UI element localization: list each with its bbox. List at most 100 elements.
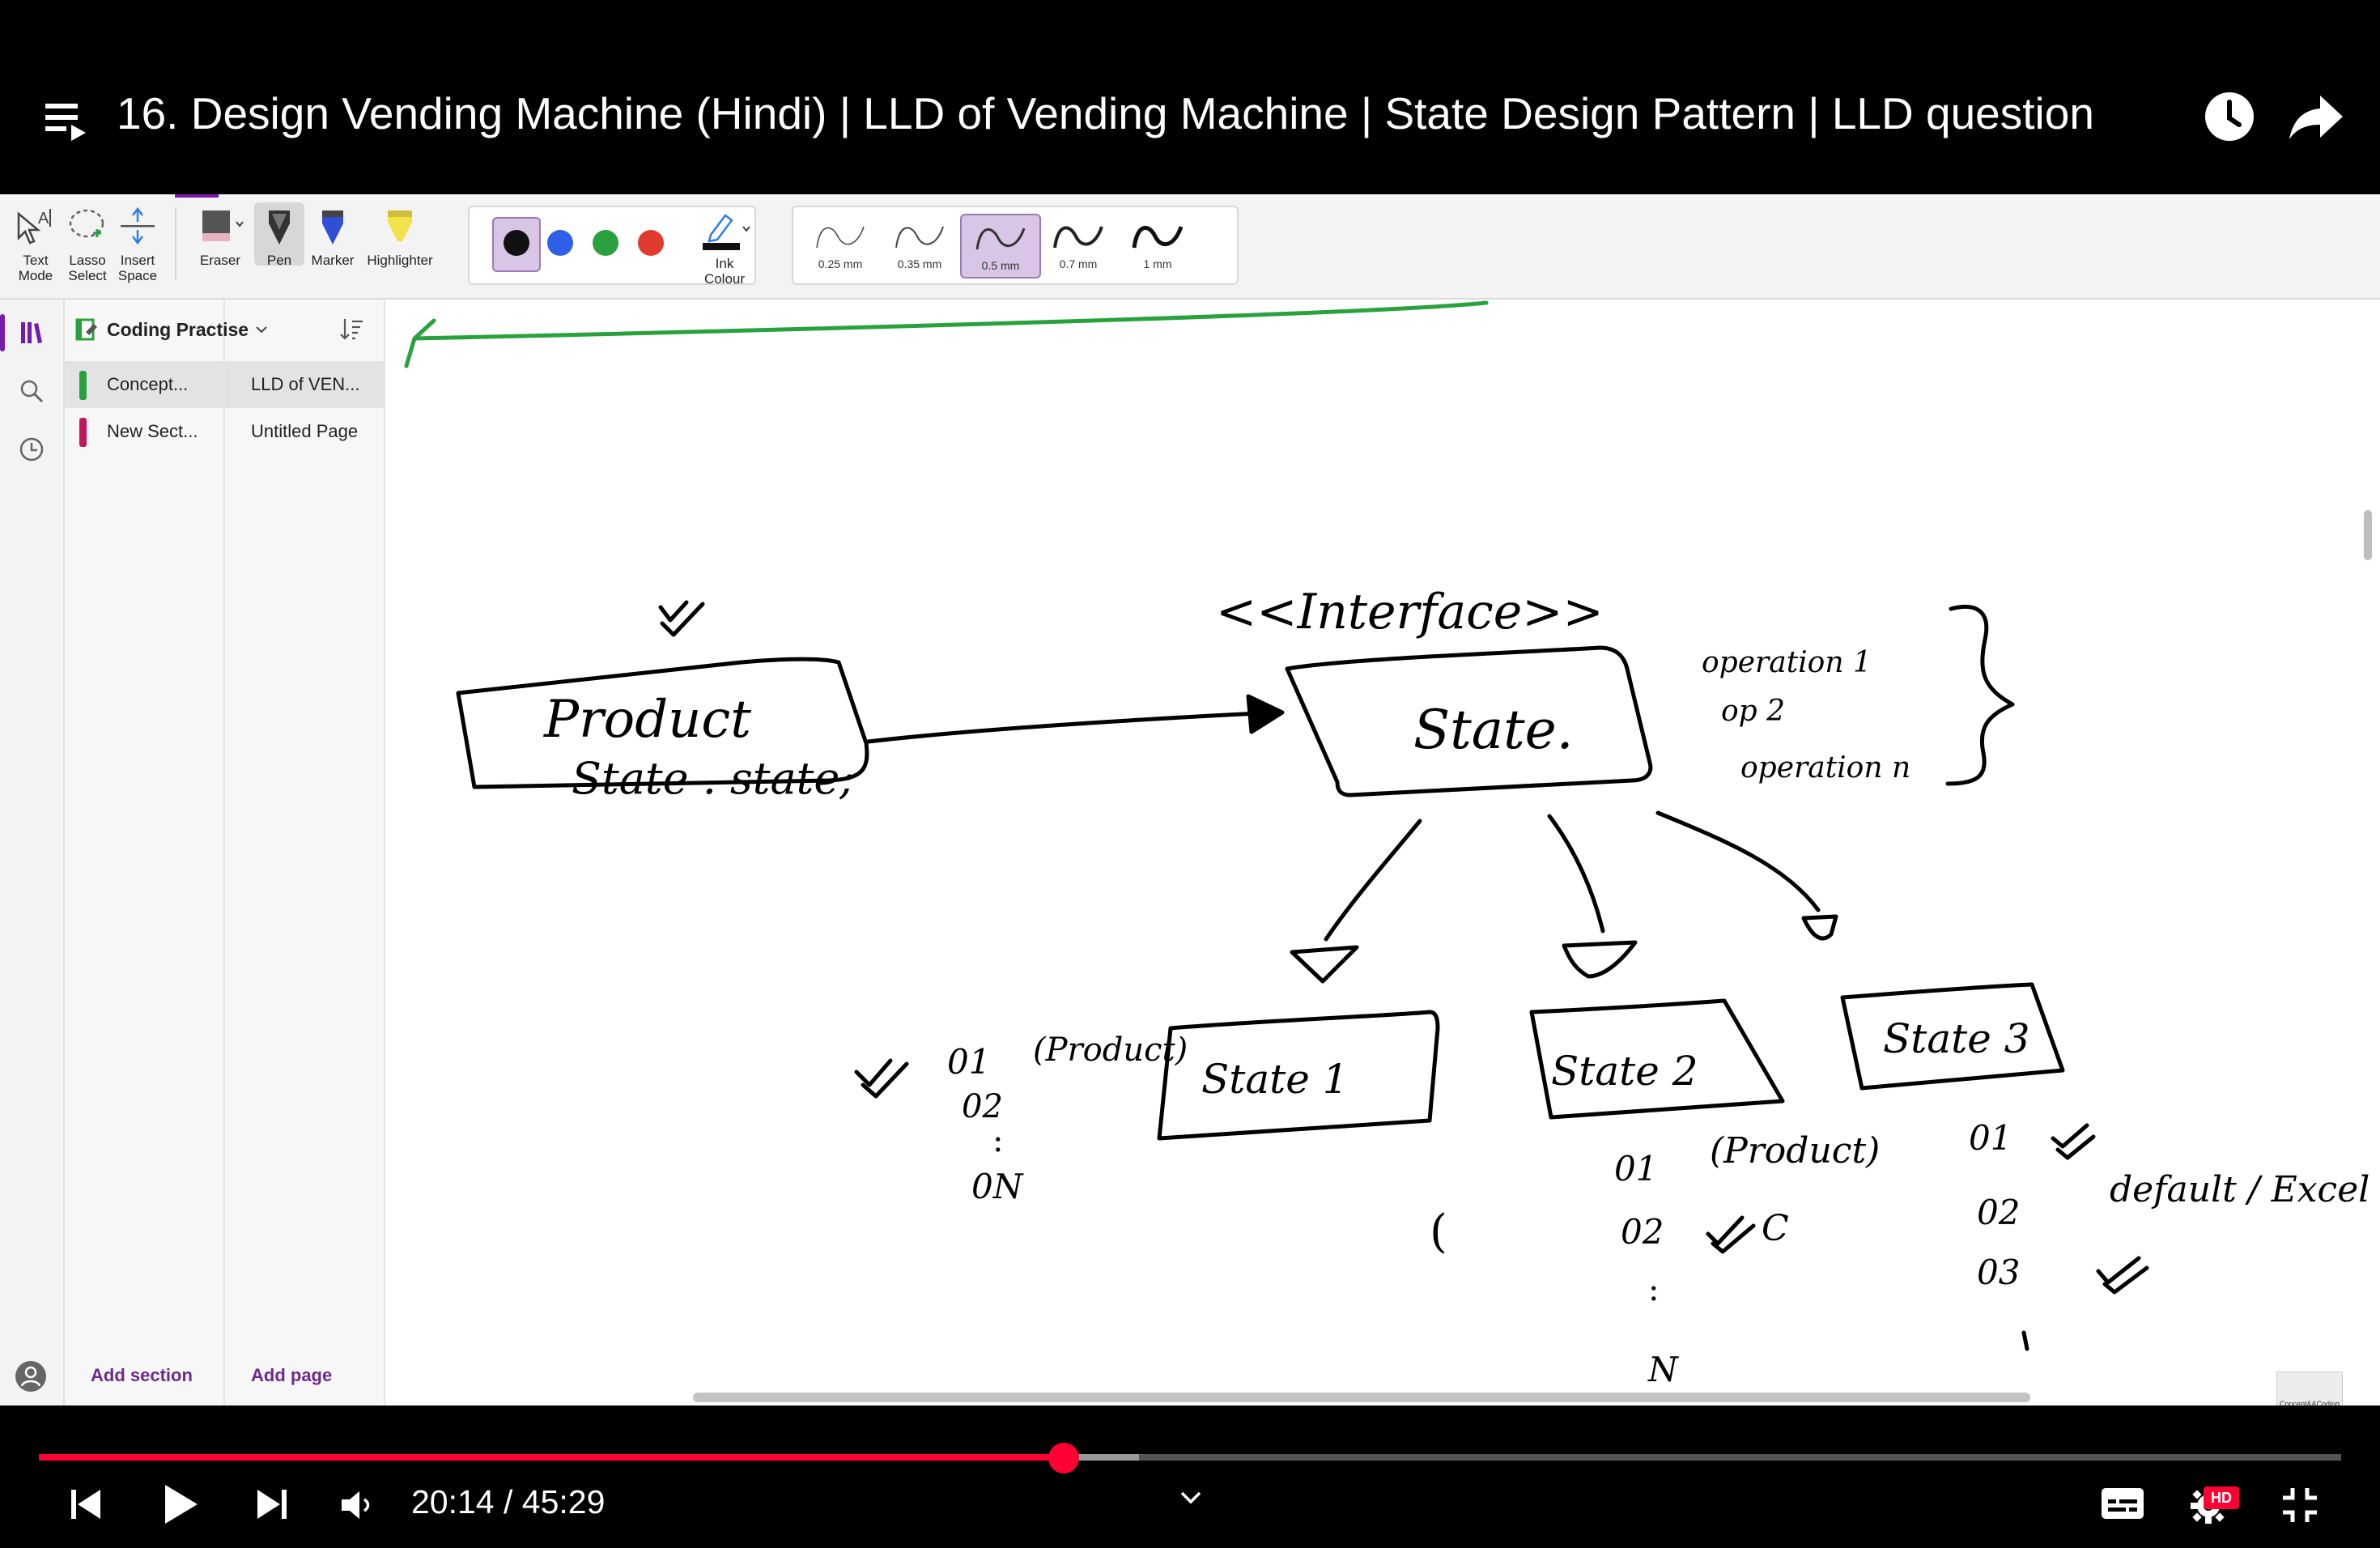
color-black-option[interactable] xyxy=(492,217,541,272)
ribbon-divider xyxy=(175,207,176,280)
section-label: Concept... xyxy=(107,374,189,394)
sort-pages-icon[interactable] xyxy=(337,314,366,343)
check-mark xyxy=(2096,1256,2149,1295)
width-option-0-35[interactable]: 0.35 mm xyxy=(881,214,958,275)
state-1-note-product: (Product) xyxy=(1033,1031,1188,1069)
progress-bar[interactable] xyxy=(39,1454,2341,1461)
time-display: 20:14 / 45:29 xyxy=(411,1483,606,1520)
text-mode-label-2: Mode xyxy=(18,268,53,283)
search-icon[interactable] xyxy=(15,374,49,408)
hd-badge: HD xyxy=(2204,1486,2239,1509)
section-label: New Sect... xyxy=(107,421,198,441)
page-item[interactable]: LLD of VEN... xyxy=(225,361,384,408)
section-item[interactable]: Concept... xyxy=(65,361,223,408)
handwritten-diagram: Product State . state; <<Interface>> Sta… xyxy=(404,300,2369,1389)
section-color-tab xyxy=(79,418,87,447)
state-interface-label: State. xyxy=(1413,699,1574,761)
navigation-rail xyxy=(0,300,65,1406)
color-swatch xyxy=(547,230,573,256)
state-2-note-c: C xyxy=(1762,1208,1789,1249)
inheritance-line-2 xyxy=(1547,814,1605,933)
previous-icon[interactable] xyxy=(68,1486,104,1522)
marker-tool[interactable]: Marker xyxy=(308,206,358,268)
product-state-field: State . state; xyxy=(572,753,855,804)
lasso-label-1: Lasso xyxy=(69,253,106,268)
text-mode-tool[interactable]: A Text Mode xyxy=(11,206,60,283)
ink-colour-button[interactable]: Ink Colour xyxy=(698,207,751,287)
progress-scrubber[interactable] xyxy=(1048,1443,1079,1474)
section-color-tab xyxy=(79,371,87,400)
eraser-label: Eraser xyxy=(199,253,241,268)
section-item[interactable]: New Sect... xyxy=(65,408,223,455)
association-arrow xyxy=(865,710,1277,744)
inheritance-head-3 xyxy=(1801,914,1838,941)
color-green-option[interactable] xyxy=(583,219,628,270)
volume-icon[interactable] xyxy=(340,1488,376,1522)
onenote-app: A Text Mode Lasso Select Insert Space xyxy=(0,194,2380,1406)
insert-space-label-2: Space xyxy=(117,268,158,283)
text-mode-icon: A xyxy=(17,209,51,245)
share-icon[interactable] xyxy=(2288,92,2344,141)
operations-brace xyxy=(1945,604,2015,786)
eraser-tool[interactable]: Eraser xyxy=(191,206,249,268)
width-option-0-25[interactable]: 0.25 mm xyxy=(801,214,879,275)
chevron-down-icon[interactable] xyxy=(1177,1488,1205,1508)
pen-tool[interactable]: Pen xyxy=(254,202,304,268)
lasso-icon xyxy=(69,209,104,238)
subtitles-icon[interactable] xyxy=(2100,1485,2145,1522)
state-3-note-02: 02 xyxy=(1977,1193,2020,1232)
width-option-0-7[interactable]: 0.7 mm xyxy=(1039,214,1117,275)
state-3-box xyxy=(1840,982,2065,1091)
check-mark xyxy=(2051,1123,2096,1160)
operation-n: operation n xyxy=(1740,751,1910,785)
play-icon[interactable] xyxy=(160,1483,201,1525)
ribbon-tab-indicator xyxy=(175,194,219,198)
exit-fullscreen-icon[interactable] xyxy=(2281,1486,2318,1524)
width-option-0-5[interactable]: 0.5 mm xyxy=(960,214,1041,279)
state-2-note-n: N xyxy=(1647,1350,1679,1389)
add-page-button[interactable]: Add page xyxy=(251,1365,333,1385)
state-2-note-product: (Product) xyxy=(1710,1130,1880,1172)
state-1-note-02: 02 xyxy=(962,1088,1003,1125)
check-mark xyxy=(854,1058,909,1099)
state-1-box xyxy=(1157,1010,1440,1141)
insert-space-tool[interactable]: Insert Space xyxy=(113,206,162,283)
state-2-note-dots: : xyxy=(1648,1271,1659,1308)
player-controls: 20:14 / 45:29 HD xyxy=(0,1406,2380,1548)
color-red-option[interactable] xyxy=(628,219,674,270)
width-label: 1 mm xyxy=(1143,257,1172,270)
recent-icon[interactable] xyxy=(15,432,49,466)
color-swatch xyxy=(593,230,618,256)
video-title[interactable]: 16. Design Vending Machine (Hindi) | LLD… xyxy=(117,88,2094,138)
pen-stroke xyxy=(2021,1330,2029,1351)
notebooks-icon[interactable] xyxy=(15,316,49,350)
state-1-note-01: 01 xyxy=(947,1042,990,1082)
vertical-scrollbar[interactable] xyxy=(2364,510,2372,560)
state-2-box xyxy=(1529,998,1785,1120)
notebook-selector[interactable]: Coding Practise xyxy=(74,309,270,350)
stroke-width-icon xyxy=(1132,225,1184,249)
state-2-note-02: 02 xyxy=(1621,1212,1664,1252)
account-icon[interactable] xyxy=(15,1360,47,1393)
pen-label: Pen xyxy=(266,253,292,268)
width-label: 0.5 mm xyxy=(981,259,1020,272)
playlist-icon[interactable] xyxy=(45,100,91,142)
green-arrow-stroke xyxy=(404,300,1489,368)
state-3-label: State 3 xyxy=(1883,1015,2030,1062)
note-canvas[interactable]: Product State . state; <<Interface>> Sta… xyxy=(385,300,2380,1406)
state-1-note-0n: 0N xyxy=(971,1167,1024,1206)
watch-later-icon[interactable] xyxy=(2204,91,2255,142)
color-blue-option[interactable] xyxy=(538,219,583,270)
add-section-button[interactable]: Add section xyxy=(91,1365,193,1385)
highlighter-tool[interactable]: Highlighter xyxy=(361,206,439,268)
operation-1: operation 1 xyxy=(1702,646,1872,679)
text-mode-label-1: Text xyxy=(23,253,49,268)
width-option-1[interactable]: 1 mm xyxy=(1119,214,1196,275)
horizontal-scrollbar[interactable] xyxy=(693,1393,2030,1402)
marker-label: Marker xyxy=(311,253,355,268)
lasso-select-tool[interactable]: Lasso Select xyxy=(63,206,112,283)
page-item[interactable]: Untitled Page xyxy=(225,408,384,455)
eraser-icon xyxy=(202,211,244,241)
next-icon[interactable] xyxy=(254,1486,290,1522)
check-mark xyxy=(658,600,705,637)
